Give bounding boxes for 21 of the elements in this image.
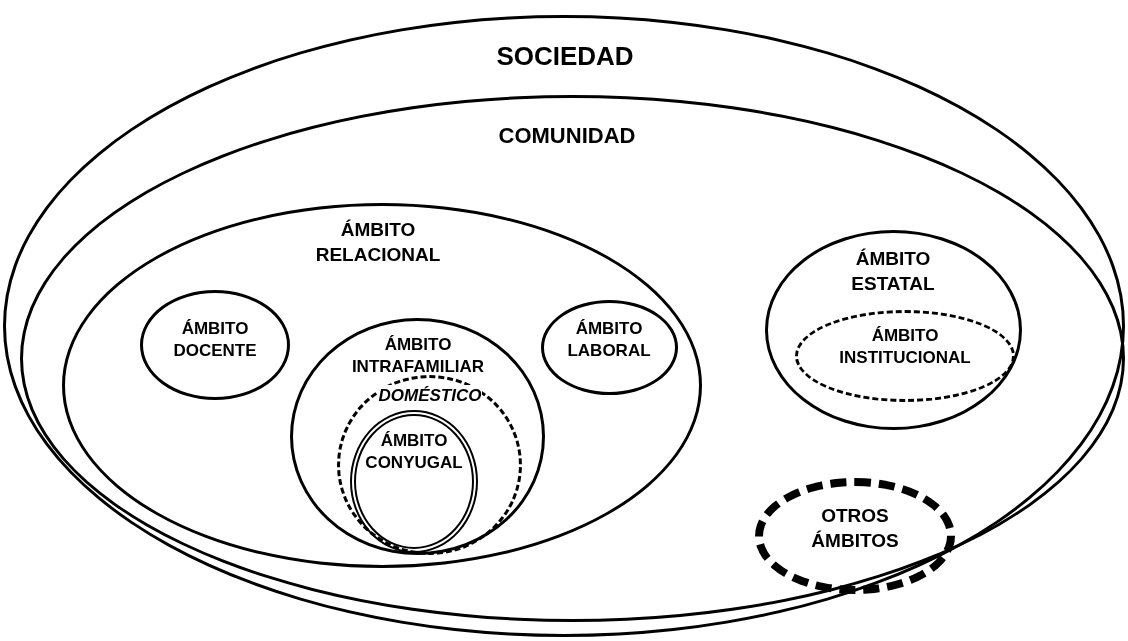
region-label: ÁMBITO INTRAFAMILIAR — [350, 334, 486, 379]
region-label: ÁMBITO LABORAL — [566, 318, 652, 363]
ellipse-region — [3, 15, 1125, 637]
ellipse-region — [795, 310, 1015, 402]
ellipse-region — [350, 410, 478, 553]
ellipse-region — [140, 290, 290, 400]
region-label: ÁMBITO DOCENTE — [172, 318, 258, 363]
ellipse-region — [337, 375, 522, 555]
region-label: SOCIEDAD — [495, 40, 635, 73]
ellipse-region — [541, 300, 678, 395]
region-label: ÁMBITO CONYUGAL — [364, 430, 464, 475]
ellipse-region — [755, 478, 955, 594]
ellipse-region — [765, 230, 1022, 430]
ellipse-region — [290, 318, 545, 555]
region-label: ÁMBITO RELACIONAL — [314, 218, 442, 267]
ellipse-region — [62, 203, 702, 568]
region-label: ÁMBITO ESTATAL — [850, 247, 936, 296]
region-label: COMUNIDAD — [497, 122, 637, 150]
ellipse-region — [20, 95, 1125, 622]
region-label: ÁMBITO INSTITUCIONAL — [838, 325, 972, 370]
region-label: OTROS ÁMBITOS — [810, 504, 900, 553]
